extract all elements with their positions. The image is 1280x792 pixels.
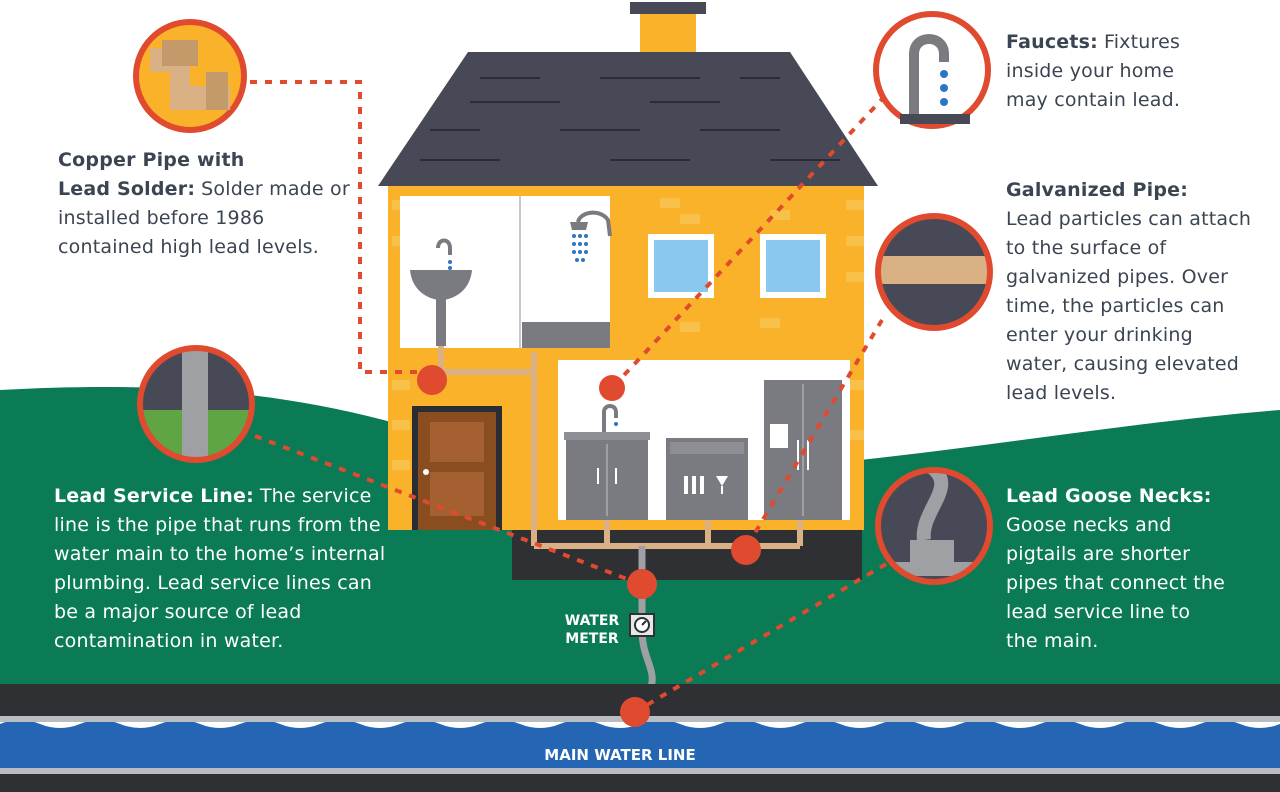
water-meter-label: WATER METER — [552, 612, 632, 648]
callout-faucets-body: Fixtures inside your home may contain le… — [1006, 31, 1181, 111]
marker-service-line — [627, 569, 657, 599]
marker-galvanized — [731, 535, 761, 565]
water-meter-label-line1: WATER — [564, 613, 620, 629]
callout-galvanized-body: Lead particles can attach to the surface… — [1006, 208, 1252, 404]
copper-pipe-icon — [133, 19, 247, 133]
goose-neck-icon — [875, 467, 993, 585]
main-water-line-label: MAIN WATER LINE — [544, 746, 696, 764]
bathroom-sink — [410, 238, 472, 346]
water-meter-label-line2: METER — [565, 631, 619, 647]
callout-copper-heading: Copper Pipe with — [58, 149, 245, 171]
chimney — [640, 10, 696, 60]
galvanized-pipe-icon — [875, 213, 993, 331]
leader-lines — [250, 80, 888, 714]
callout-faucets: Faucets:Fixtures inside your home may co… — [1006, 28, 1206, 115]
kitchen-cabinet — [564, 404, 650, 520]
callout-service-heading: Lead Service Line: — [54, 485, 254, 507]
callout-copper-heading2: Lead Solder: — [58, 178, 196, 200]
service-line-icon — [137, 345, 255, 463]
callout-faucets-heading: Faucets: — [1006, 31, 1098, 53]
water-meter — [629, 613, 655, 637]
shower — [522, 210, 612, 348]
callout-goose-heading: Lead Goose Necks: — [1006, 485, 1212, 507]
roof-shingles — [420, 77, 840, 161]
callout-galvanized: Galvanized Pipe: Lead particles can atta… — [1006, 176, 1256, 408]
callout-goose-necks: Lead Goose Necks: Goose necks and pigtai… — [1006, 482, 1226, 656]
callout-service-line: Lead Service Line:The service line is th… — [54, 482, 390, 656]
marker-faucet — [599, 375, 625, 401]
marker-goose-neck — [620, 697, 650, 727]
faucet-icon — [873, 11, 991, 129]
main-water-line — [0, 720, 1280, 776]
callout-copper-body: Solder made or installed before 1986 con… — [58, 178, 350, 258]
dishwasher — [666, 438, 748, 520]
lead-markers — [417, 365, 761, 727]
chimney-cap — [630, 2, 706, 14]
callout-goose-body: Goose necks and pigtails are shorter pip… — [1006, 514, 1226, 652]
roof — [378, 52, 878, 186]
callout-service-body: The service line is the pipe that runs f… — [54, 485, 386, 652]
marker-solder — [417, 365, 447, 395]
internal-pipes — [438, 346, 803, 549]
callout-galvanized-heading: Galvanized Pipe: — [1006, 179, 1189, 201]
callout-copper-pipe: Copper Pipe with Lead Solder:Solder made… — [58, 146, 358, 262]
